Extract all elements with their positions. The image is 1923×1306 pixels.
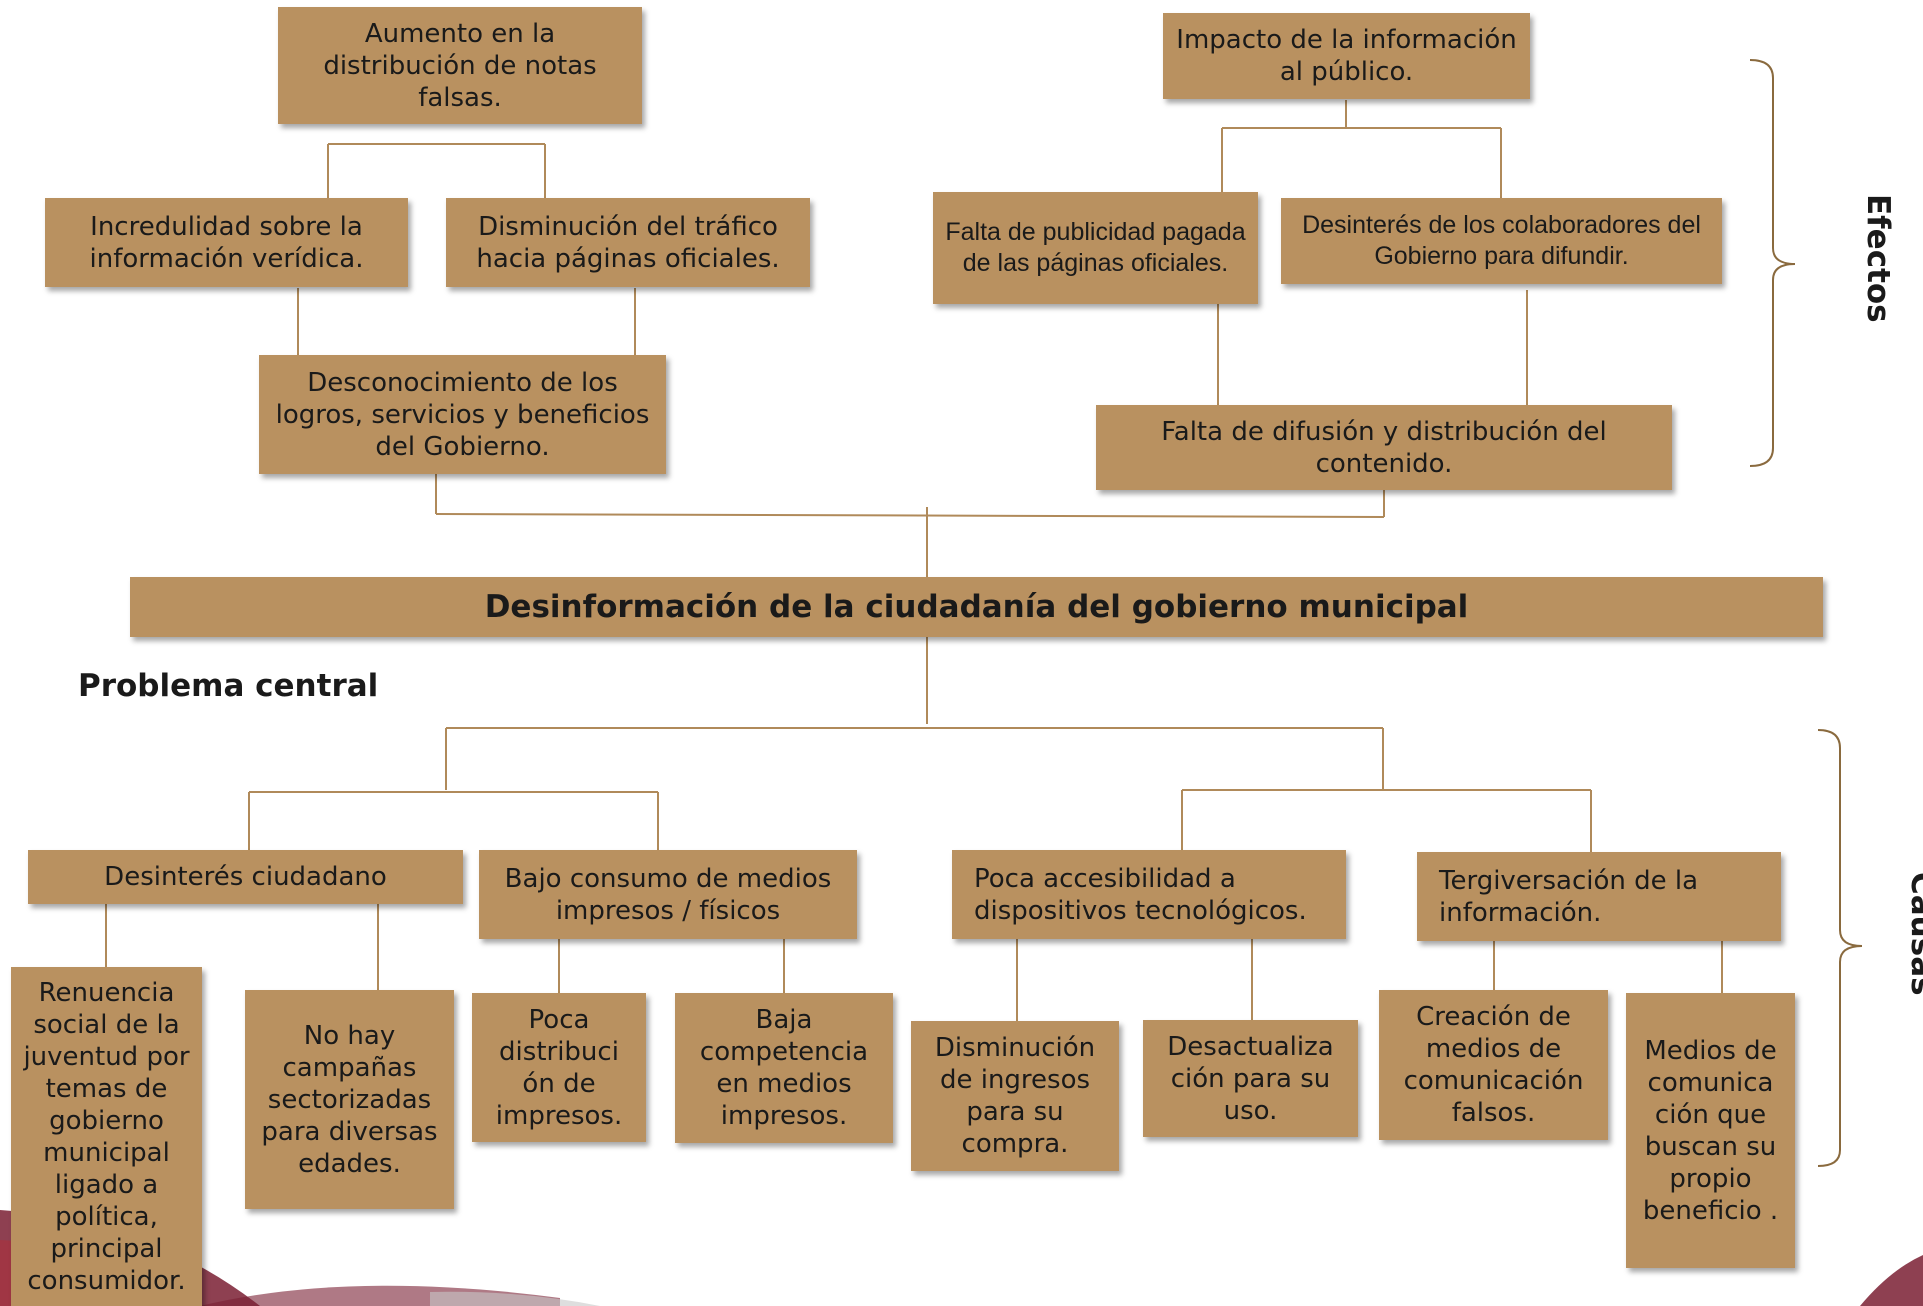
effect-desinteres-colaboradores: Desinterés de los colaboradores del Gobi… (1281, 198, 1722, 284)
effect-text: Impacto de la información al público. (1176, 25, 1517, 87)
subcause-text: Desactualiza ción para su uso. (1167, 1031, 1334, 1126)
subcause-renuncia-juventud: Renuencia social de la juventud por tema… (11, 967, 202, 1306)
cause-bajo-consumo: Bajo consumo de medios impresos / físico… (479, 850, 857, 939)
cause-text: Desinterés ciudadano (104, 862, 387, 892)
subcause-baja-competencia: Baja competencia en medios impresos. (675, 993, 893, 1143)
cause-poca-accesibilidad: Poca accesibilidad a dispositivos tecnol… (952, 850, 1346, 939)
subcause-text: Disminución de ingresos para su compra. (934, 1033, 1096, 1159)
effect-text: Falta de difusión y distribución del con… (1161, 416, 1607, 479)
effect-text: Desconocimiento de los logros, servicios… (275, 367, 650, 462)
effect-desconocimiento: Desconocimiento de los logros, servicios… (259, 355, 666, 474)
subcause-desactualizacion: Desactualiza ción para su uso. (1143, 1020, 1358, 1137)
subcause-text: Baja competencia en medios impresos. (699, 1005, 869, 1131)
effect-aumento-notas-falsas: Aumento en la distribución de notas fals… (278, 7, 642, 124)
cause-text: Bajo consumo de medios impresos / físico… (504, 863, 832, 926)
effect-text: Aumento en la distribución de notas fals… (323, 18, 597, 113)
subcause-no-hay-campanas: No hay campañas sectorizadas para divers… (245, 990, 454, 1209)
subcause-text: No hay campañas sectorizadas para divers… (261, 1020, 438, 1179)
effect-falta-difusion: Falta de difusión y distribución del con… (1096, 405, 1672, 490)
effect-text: Incredulidad sobre la información verídi… (89, 211, 364, 274)
central-problem-label: Problema central (78, 668, 379, 704)
subcause-text: Renuencia social de la juventud por tema… (23, 977, 190, 1296)
subcause-creacion-medios: Creación de medios de comunicación falso… (1379, 990, 1608, 1140)
effect-disminucion-trafico: Disminución del tráfico hacia páginas of… (446, 198, 810, 287)
subcause-text: Medios de comunica ción que buscan su pr… (1642, 1035, 1779, 1226)
causes-label: Causas (1904, 872, 1923, 996)
effect-incredulidad: Incredulidad sobre la información verídi… (45, 198, 408, 287)
cause-text: Tergiversación de la información. (1439, 865, 1699, 928)
subcause-disminucion-ingresos: Disminución de ingresos para su compra. (911, 1021, 1119, 1171)
effect-text: Desinterés de los colaboradores del Gobi… (1302, 211, 1701, 270)
subcause-text: Creación de medios de comunicación falso… (1403, 1002, 1584, 1128)
subcause-text: Poca distribuci ón de impresos. (495, 1004, 623, 1131)
effect-falta-publicidad: Falta de publicidad pagada de las página… (933, 192, 1258, 304)
effect-impacto-publico: Impacto de la información al público. (1163, 13, 1530, 99)
subcause-poca-distribucion: Poca distribuci ón de impresos. (472, 993, 646, 1142)
cause-desinteres-ciudadano: Desinterés ciudadano (28, 850, 463, 904)
central-problem-text: Desinformación de la ciudadanía del gobi… (484, 589, 1469, 625)
subcause-medios-beneficio: Medios de comunica ción que buscan su pr… (1626, 993, 1795, 1268)
causes-bracket (1817, 729, 1863, 1167)
central-problem-box: Desinformación de la ciudadanía del gobi… (130, 577, 1823, 637)
effects-label: Efectos (1860, 194, 1896, 323)
cause-tergiversacion: Tergiversación de la información. (1417, 852, 1781, 941)
cause-text: Poca accesibilidad a dispositivos tecnol… (974, 863, 1307, 926)
effect-text: Disminución del tráfico hacia páginas of… (476, 211, 780, 274)
effect-text: Falta de publicidad pagada de las página… (945, 218, 1246, 277)
effects-bracket (1749, 59, 1796, 467)
